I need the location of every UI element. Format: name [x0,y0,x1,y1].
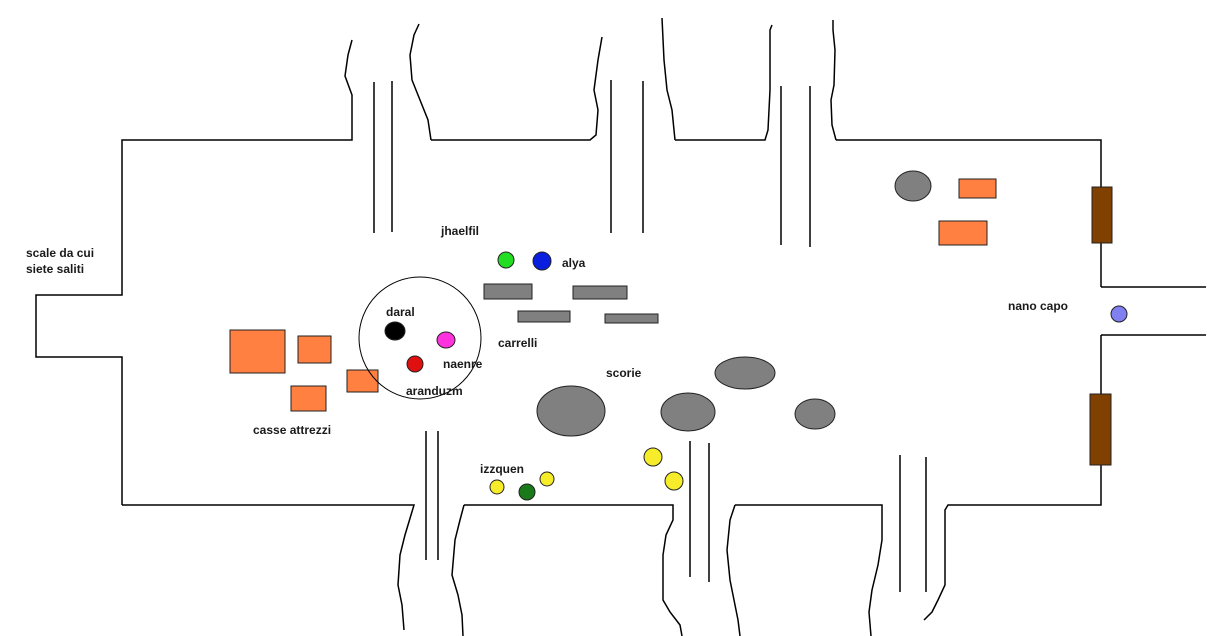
label-nano-capo: nano capo [1008,299,1068,313]
crate [958,178,997,199]
token-nano-capo[interactable] [1110,305,1128,323]
token-jhaelfil[interactable] [497,251,515,269]
wall-right-lower [923,335,1102,621]
label-stairs-line1: scale da cui [26,246,94,260]
crate [938,220,988,246]
token-yellow[interactable] [539,471,555,487]
slag-heaps [536,170,932,437]
cart [517,310,571,323]
label-slag: scorie [606,366,642,380]
slag-heap [536,385,606,437]
label-stairs-line2: siete saliti [26,262,84,276]
door-north-east[interactable] [1091,186,1113,244]
slag-heap [660,392,716,432]
wall-bottom-b-ridge [726,504,741,636]
wall-top-c [836,139,1102,287]
crate [290,385,327,412]
token-yellow[interactable] [664,471,684,491]
label-alya: alya [562,256,586,270]
character-tokens [384,251,1128,501]
cart [572,285,628,300]
crate [297,335,332,364]
labels: scale da cui siete saliti jhaelfil alya … [26,224,1068,476]
wall-top-a [431,36,603,141]
token-aranduzm[interactable] [406,355,424,373]
label-izzquen: izzquen [480,462,524,476]
wall-top-left [35,39,353,505]
wall-bottom-left [122,504,416,631]
wall-bottom-b [735,504,883,636]
label-daral: daral [386,305,415,319]
token-alya[interactable] [532,251,552,271]
label-aranduzm: aranduzm [406,384,463,398]
party-area-circle [358,276,482,400]
carts [483,283,659,324]
token-naenre[interactable] [436,331,456,349]
cart [604,313,659,324]
wall-bottom-a [464,504,683,636]
crate [346,369,379,393]
token-izzquen[interactable] [518,483,536,501]
label-tool-crates: casse attrezzi [253,423,331,437]
token-yellow[interactable] [643,447,663,467]
tool-crates [229,178,997,412]
wall-top-b [675,24,773,141]
cart [483,283,533,300]
token-yellow[interactable] [489,479,505,495]
label-jhaelfil: jhaelfil [440,224,479,238]
door-south-east[interactable] [1089,393,1112,466]
rails [373,80,927,592]
walls [35,17,1206,636]
slag-heap [794,398,836,430]
wall-top-b-ridge [661,17,676,141]
crate [229,329,286,374]
wall-top-c-ridge [830,20,837,141]
token-daral[interactable] [384,321,406,341]
label-naenre: naenre [443,357,483,371]
wall-top-left-ridge [409,23,432,141]
label-carts: carrelli [498,336,537,350]
wall-bottom-a-ridge [451,504,465,636]
slag-heap [894,170,932,202]
slag-heap [714,356,776,390]
yellow-tokens [489,447,684,495]
